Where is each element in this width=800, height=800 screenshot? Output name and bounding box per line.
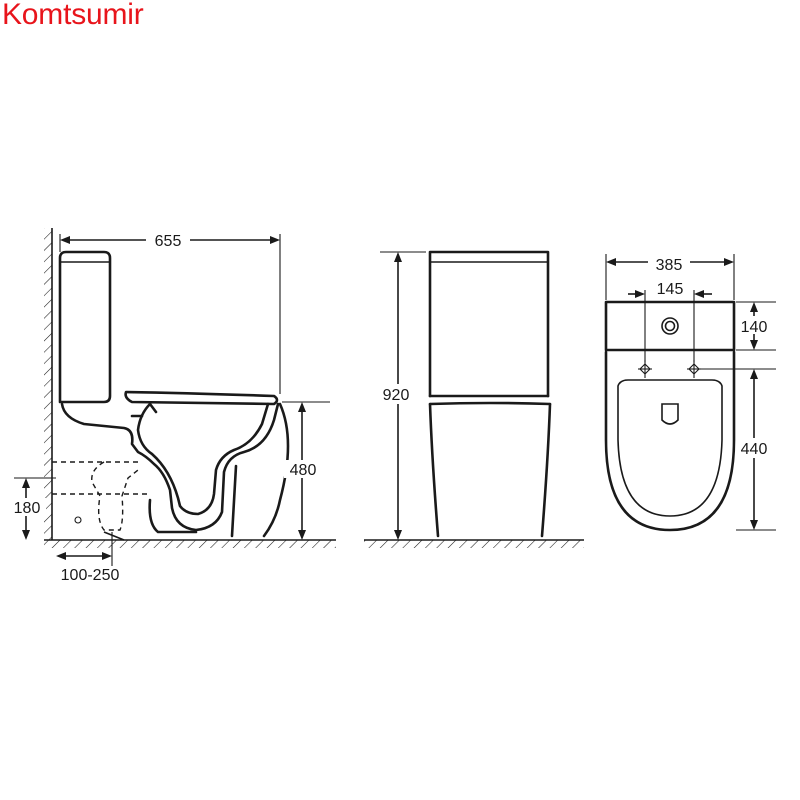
- dim-seat-height: 480: [290, 462, 317, 479]
- pedestal-right: [262, 402, 290, 538]
- seat-lid: [124, 390, 279, 406]
- dim-wall-offset: 100-250: [61, 567, 120, 584]
- front-view: 920: [364, 250, 584, 548]
- side-view: 655 480 180 100-250: [8, 228, 336, 584]
- top-bowl-outer: [604, 350, 736, 532]
- top-cistern: [604, 300, 736, 352]
- floor-hatch-front: [364, 540, 584, 548]
- dim-width: 385: [656, 257, 683, 274]
- floor-hatch-side: [44, 540, 336, 548]
- dim-hole-spacing: 145: [657, 281, 684, 298]
- wall-hatch: [44, 228, 52, 540]
- seat-hole-right-icon: [687, 360, 701, 378]
- front-cistern: [428, 250, 550, 398]
- floor-bolt-icon: [74, 516, 82, 524]
- front-pedestal: [428, 402, 552, 538]
- top-bowl-inner: [617, 379, 723, 517]
- dim-total-height: 920: [383, 387, 410, 404]
- dim-tank-depth: 140: [741, 319, 768, 336]
- dim-depth: 655: [155, 233, 182, 250]
- cistern-outline: [58, 250, 112, 404]
- waste-pipe-hidden: [52, 461, 150, 531]
- trapway: [136, 402, 270, 516]
- seat-hole-left-icon: [638, 360, 652, 378]
- dim-bowl-depth: 440: [741, 441, 768, 458]
- dim-outlet-height: 180: [14, 500, 41, 517]
- top-view: 385 145 140 440: [604, 254, 776, 532]
- brand-logo: Komtsumir: [2, 0, 144, 31]
- flush-button-icon: [661, 317, 679, 335]
- drain-icon: [661, 403, 679, 425]
- bowl-body: [60, 402, 280, 532]
